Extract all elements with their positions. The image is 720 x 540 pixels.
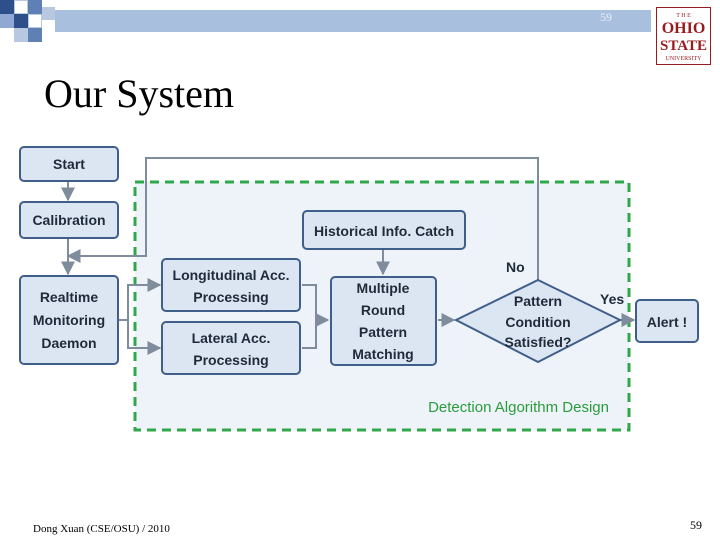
svg-text:T H E: T H E	[676, 13, 691, 19]
svg-text:Alert !: Alert !	[647, 314, 687, 330]
svg-text:UNIVERSITY: UNIVERSITY	[666, 56, 703, 62]
node-multiple-round-pattern-matching: Multiple Round Pattern Matching	[330, 276, 437, 366]
edge-lateral-matching	[302, 320, 317, 349]
edge-longitudinal-matching	[302, 284, 330, 327]
node-pattern-condition-decision: Pattern Condition Satisfied?	[453, 278, 623, 364]
node-alert: Alert !	[635, 299, 699, 343]
ohio-state-logo: T H E OHIO STATE UNIVERSITY	[656, 7, 711, 65]
top-bar	[55, 10, 651, 32]
svg-text:OHIO: OHIO	[662, 20, 706, 37]
svg-text:Historical Info. Catch: Historical Info. Catch	[314, 223, 454, 239]
svg-text:Processing: Processing	[193, 352, 268, 368]
svg-text:Realtime: Realtime	[40, 289, 99, 305]
svg-text:Longitudinal Acc.: Longitudinal Acc.	[173, 267, 290, 283]
svg-text:STATE: STATE	[660, 38, 707, 54]
svg-text:Matching: Matching	[352, 346, 413, 362]
edge-realtime-lateral	[127, 320, 162, 355]
footer-author: Dong Xuan (CSE/OSU) / 2010	[33, 523, 170, 535]
svg-text:Calibration: Calibration	[32, 212, 105, 228]
node-historical-info-catch: Historical Info. Catch	[302, 210, 466, 250]
svg-text:Multiple: Multiple	[357, 280, 410, 296]
edge-label-no: No	[506, 259, 525, 275]
edge-realtime-longitudinal	[118, 278, 162, 321]
svg-text:Pattern: Pattern	[359, 324, 407, 340]
svg-text:Satisfied?: Satisfied?	[505, 334, 572, 350]
node-realtime-monitoring-daemon: Realtime Monitoring Daemon	[19, 275, 119, 365]
node-lateral-processing: Lateral Acc. Processing	[161, 321, 301, 375]
edge-no-feedback	[66, 157, 539, 282]
svg-text:Daemon: Daemon	[41, 335, 96, 351]
connectors	[61, 157, 636, 355]
region-label: Detection Algorithm Design	[428, 399, 609, 416]
svg-text:Pattern: Pattern	[514, 293, 562, 309]
page-number: 59	[690, 518, 702, 532]
node-start: Start	[19, 146, 119, 182]
svg-text:Round: Round	[361, 302, 405, 318]
svg-text:Monitoring: Monitoring	[33, 312, 105, 328]
slide-title: Our System	[44, 71, 234, 116]
edge-label-yes: Yes	[600, 291, 624, 307]
node-longitudinal-processing: Longitudinal Acc. Processing	[161, 258, 301, 312]
svg-text:Lateral Acc.: Lateral Acc.	[192, 330, 271, 346]
svg-text:Condition: Condition	[505, 314, 570, 330]
node-calibration: Calibration	[19, 201, 119, 239]
top-slide-number: 59	[600, 10, 612, 24]
svg-text:Start: Start	[53, 156, 85, 172]
svg-text:Processing: Processing	[193, 289, 268, 305]
